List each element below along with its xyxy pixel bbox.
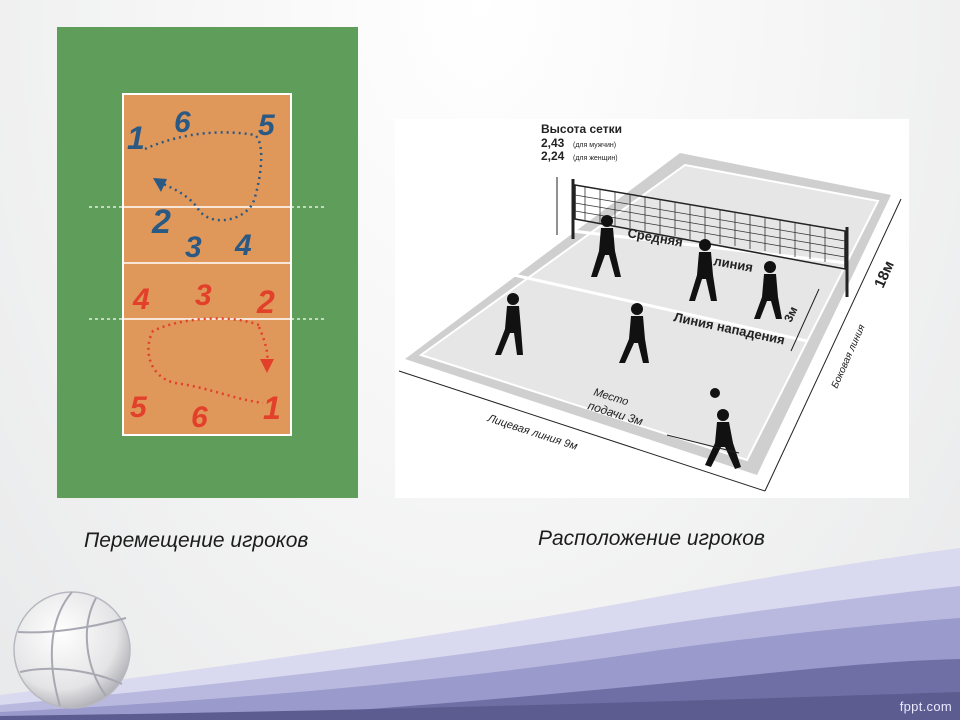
team-top-player-6: 6 xyxy=(174,106,191,139)
team-bottom-player-4: 4 xyxy=(132,283,150,316)
attack-depth-label: 3м xyxy=(781,304,800,324)
net-height-women: 2,24 xyxy=(541,149,565,163)
team-top-player-3: 3 xyxy=(185,231,202,264)
watermark: fppt.com xyxy=(899,699,952,714)
team-bottom-player-5: 5 xyxy=(130,391,148,424)
net-height-men: 2,43 xyxy=(541,136,565,150)
net-height-men-note: (для мужчин) xyxy=(573,142,616,149)
net-height-women-note: (для женщин) xyxy=(573,155,618,162)
team-top-player-4: 4 xyxy=(234,229,252,262)
team-bottom-player-2: 2 xyxy=(256,284,275,320)
team-bottom-player-6: 6 xyxy=(191,401,208,434)
wave-decoration xyxy=(0,548,960,720)
team-top-player-2: 2 xyxy=(151,203,171,241)
team-top-player-1: 1 xyxy=(127,120,145,156)
court-layout-diagram: Высота сетки 2,43 (для мужчин) 2,24 (для… xyxy=(395,119,909,498)
volleyball-icon xyxy=(13,591,131,709)
caption-right: Расположение игроков xyxy=(538,527,765,550)
team-bottom-player-1: 1 xyxy=(263,390,281,426)
player-silhouettes xyxy=(495,215,782,469)
net-height-title: Высота сетки xyxy=(541,122,622,136)
rotation-diagram: 1 6 5 2 3 4 4 3 2 5 6 1 xyxy=(57,27,358,498)
team-bottom-player-3: 3 xyxy=(195,279,212,312)
caption-left: Перемещение игроков xyxy=(84,529,309,552)
middle-line-label-2: линия xyxy=(712,253,754,275)
team-top-player-5: 5 xyxy=(258,109,276,142)
